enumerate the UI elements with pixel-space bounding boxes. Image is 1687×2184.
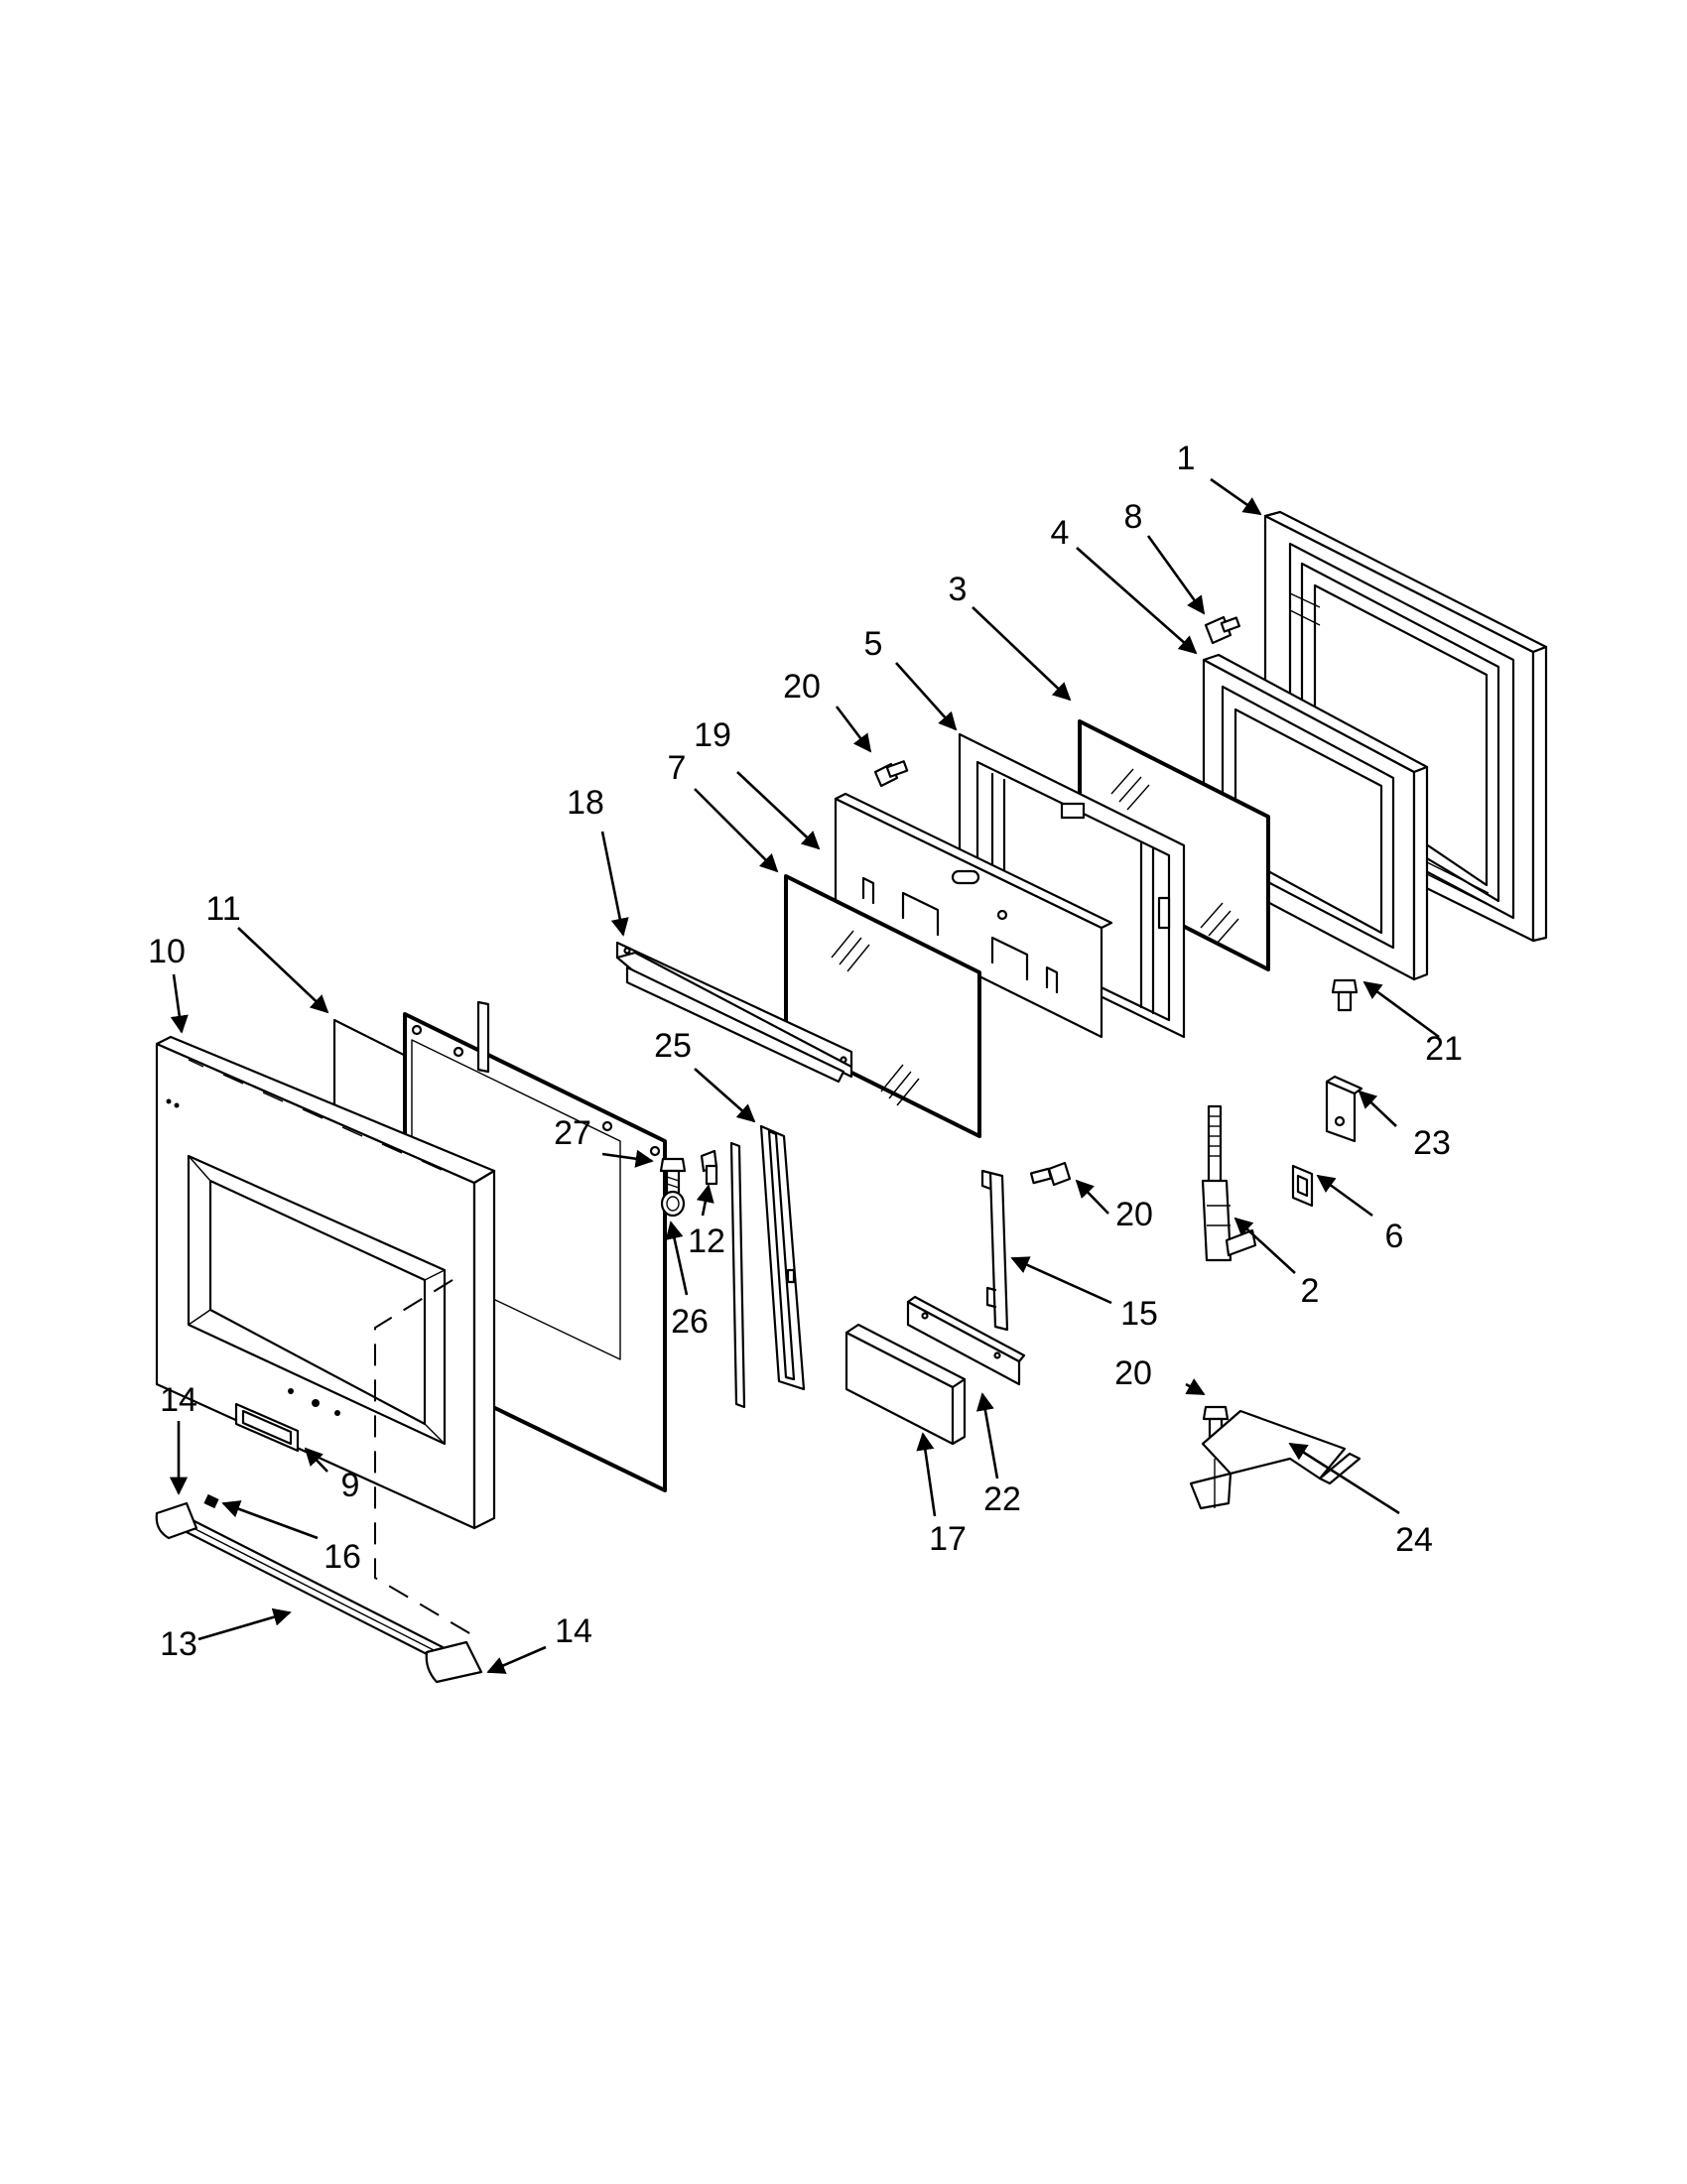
- callout-5: 5: [864, 625, 883, 663]
- part-8-screw: [1204, 615, 1240, 645]
- leader-arrows: [169, 477, 1440, 1674]
- callout-20-top: 20: [783, 668, 821, 706]
- callout-6: 6: [1385, 1218, 1404, 1255]
- part-12-screw: [700, 1149, 718, 1186]
- part-14-handle-end-cap-right: [425, 1640, 483, 1684]
- callout-25: 25: [654, 1027, 692, 1065]
- assembly-dashed-line: [374, 1279, 477, 1638]
- top-vents: [188, 1059, 443, 1171]
- side-trim-strip: [476, 1000, 490, 1074]
- callout-22: 22: [983, 1480, 1021, 1518]
- callout-12: 12: [688, 1222, 725, 1260]
- callout-1: 1: [1177, 440, 1196, 477]
- callout-15: 15: [1120, 1295, 1158, 1333]
- part-23-clip: [1325, 1075, 1363, 1143]
- part-15-bracket: [980, 1169, 1009, 1332]
- part-19-heat-shield: [834, 792, 1113, 1039]
- part-9-badge: [234, 1402, 300, 1453]
- callout-2: 2: [1301, 1272, 1320, 1310]
- part-17-channel: [844, 1323, 967, 1446]
- part-24-bracket: [1189, 1409, 1362, 1510]
- part-20-screw-b: [1029, 1161, 1072, 1187]
- callout-8: 8: [1124, 498, 1143, 536]
- part-25-hinge-channel: [759, 1124, 806, 1391]
- callout-4: 4: [1051, 514, 1070, 552]
- callout-labels: 1 2 3 4 5 6 7 8 9 10 11 12 13 14 14 15 1…: [148, 440, 1463, 1663]
- part-21-screw: [1331, 978, 1359, 1012]
- callout-27: 27: [554, 1114, 591, 1152]
- callout-17: 17: [929, 1520, 967, 1558]
- callout-11: 11: [205, 890, 240, 928]
- part-18-top-channel: [615, 941, 853, 1084]
- callout-14-left: 14: [160, 1381, 197, 1419]
- callout-20-right: 20: [1114, 1354, 1152, 1392]
- part-22-channel: [906, 1295, 1026, 1386]
- callout-18: 18: [567, 784, 604, 822]
- part-20-screw-a: [873, 760, 909, 788]
- callout-9: 9: [341, 1467, 360, 1504]
- callout-10: 10: [148, 933, 186, 970]
- part-13-handle: [177, 1514, 445, 1661]
- callout-3: 3: [949, 571, 968, 608]
- part-16-handle-spacer: [203, 1493, 219, 1509]
- callout-16: 16: [324, 1538, 361, 1576]
- part-2-hinge: [1201, 1104, 1257, 1262]
- part-5-glass-pack-frame: [958, 732, 1186, 1039]
- callout-14-right: 14: [555, 1612, 592, 1650]
- callout-26: 26: [671, 1303, 709, 1341]
- callout-13: 13: [160, 1625, 197, 1663]
- side-gasket-strip: [729, 1141, 746, 1409]
- callout-7: 7: [668, 749, 687, 787]
- callout-21: 21: [1425, 1030, 1463, 1068]
- callout-20-mid: 20: [1115, 1196, 1153, 1233]
- callout-23: 23: [1413, 1124, 1451, 1162]
- callout-24: 24: [1395, 1521, 1433, 1559]
- callout-19: 19: [694, 716, 731, 754]
- part-26-bumper: [660, 1190, 686, 1218]
- part-6-latch: [1291, 1164, 1314, 1208]
- part-7-middle-glass: [784, 874, 981, 1138]
- part-14-handle-end-cap-left: [155, 1501, 198, 1540]
